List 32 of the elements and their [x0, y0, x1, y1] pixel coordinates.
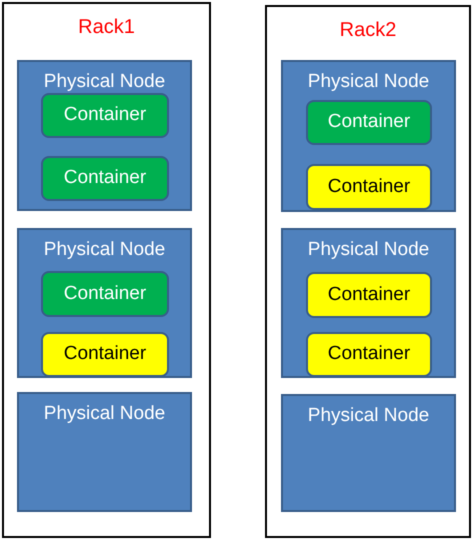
rack-title: Rack1: [77, 15, 136, 40]
container-box: [41, 93, 169, 138]
container-label: Container: [328, 174, 410, 199]
rack-box: [265, 5, 471, 538]
rack-box: [2, 2, 211, 538]
rack-title: Rack2: [338, 18, 398, 43]
node-heading: Physical Node: [42, 238, 166, 262]
container-label: Container: [328, 282, 410, 307]
node-heading: Physical Node: [306, 238, 430, 262]
node-heading: Physical Node: [306, 404, 430, 428]
container-box: [306, 332, 432, 377]
physical-node-box: [281, 394, 456, 512]
physical-node-box: [281, 228, 456, 378]
container-label: Container: [64, 103, 146, 128]
container-label: Container: [328, 342, 410, 366]
container-label: Container: [64, 166, 146, 190]
container-box: [41, 156, 169, 201]
container-box: [41, 271, 169, 317]
node-heading: Physical Node: [306, 70, 430, 94]
container-box: [306, 272, 432, 318]
physical-node-box: [281, 60, 456, 212]
container-label: Container: [328, 110, 410, 134]
node-heading: Physical Node: [42, 70, 166, 94]
container-label: Container: [64, 342, 146, 366]
container-box: [306, 100, 432, 145]
physical-node-box: [17, 392, 192, 512]
physical-node-box: [17, 228, 192, 378]
node-heading: Physical Node: [42, 402, 166, 426]
physical-node-box: [17, 60, 192, 211]
container-box: [41, 332, 169, 377]
container-label: Container: [64, 282, 146, 306]
container-box: [306, 164, 432, 210]
